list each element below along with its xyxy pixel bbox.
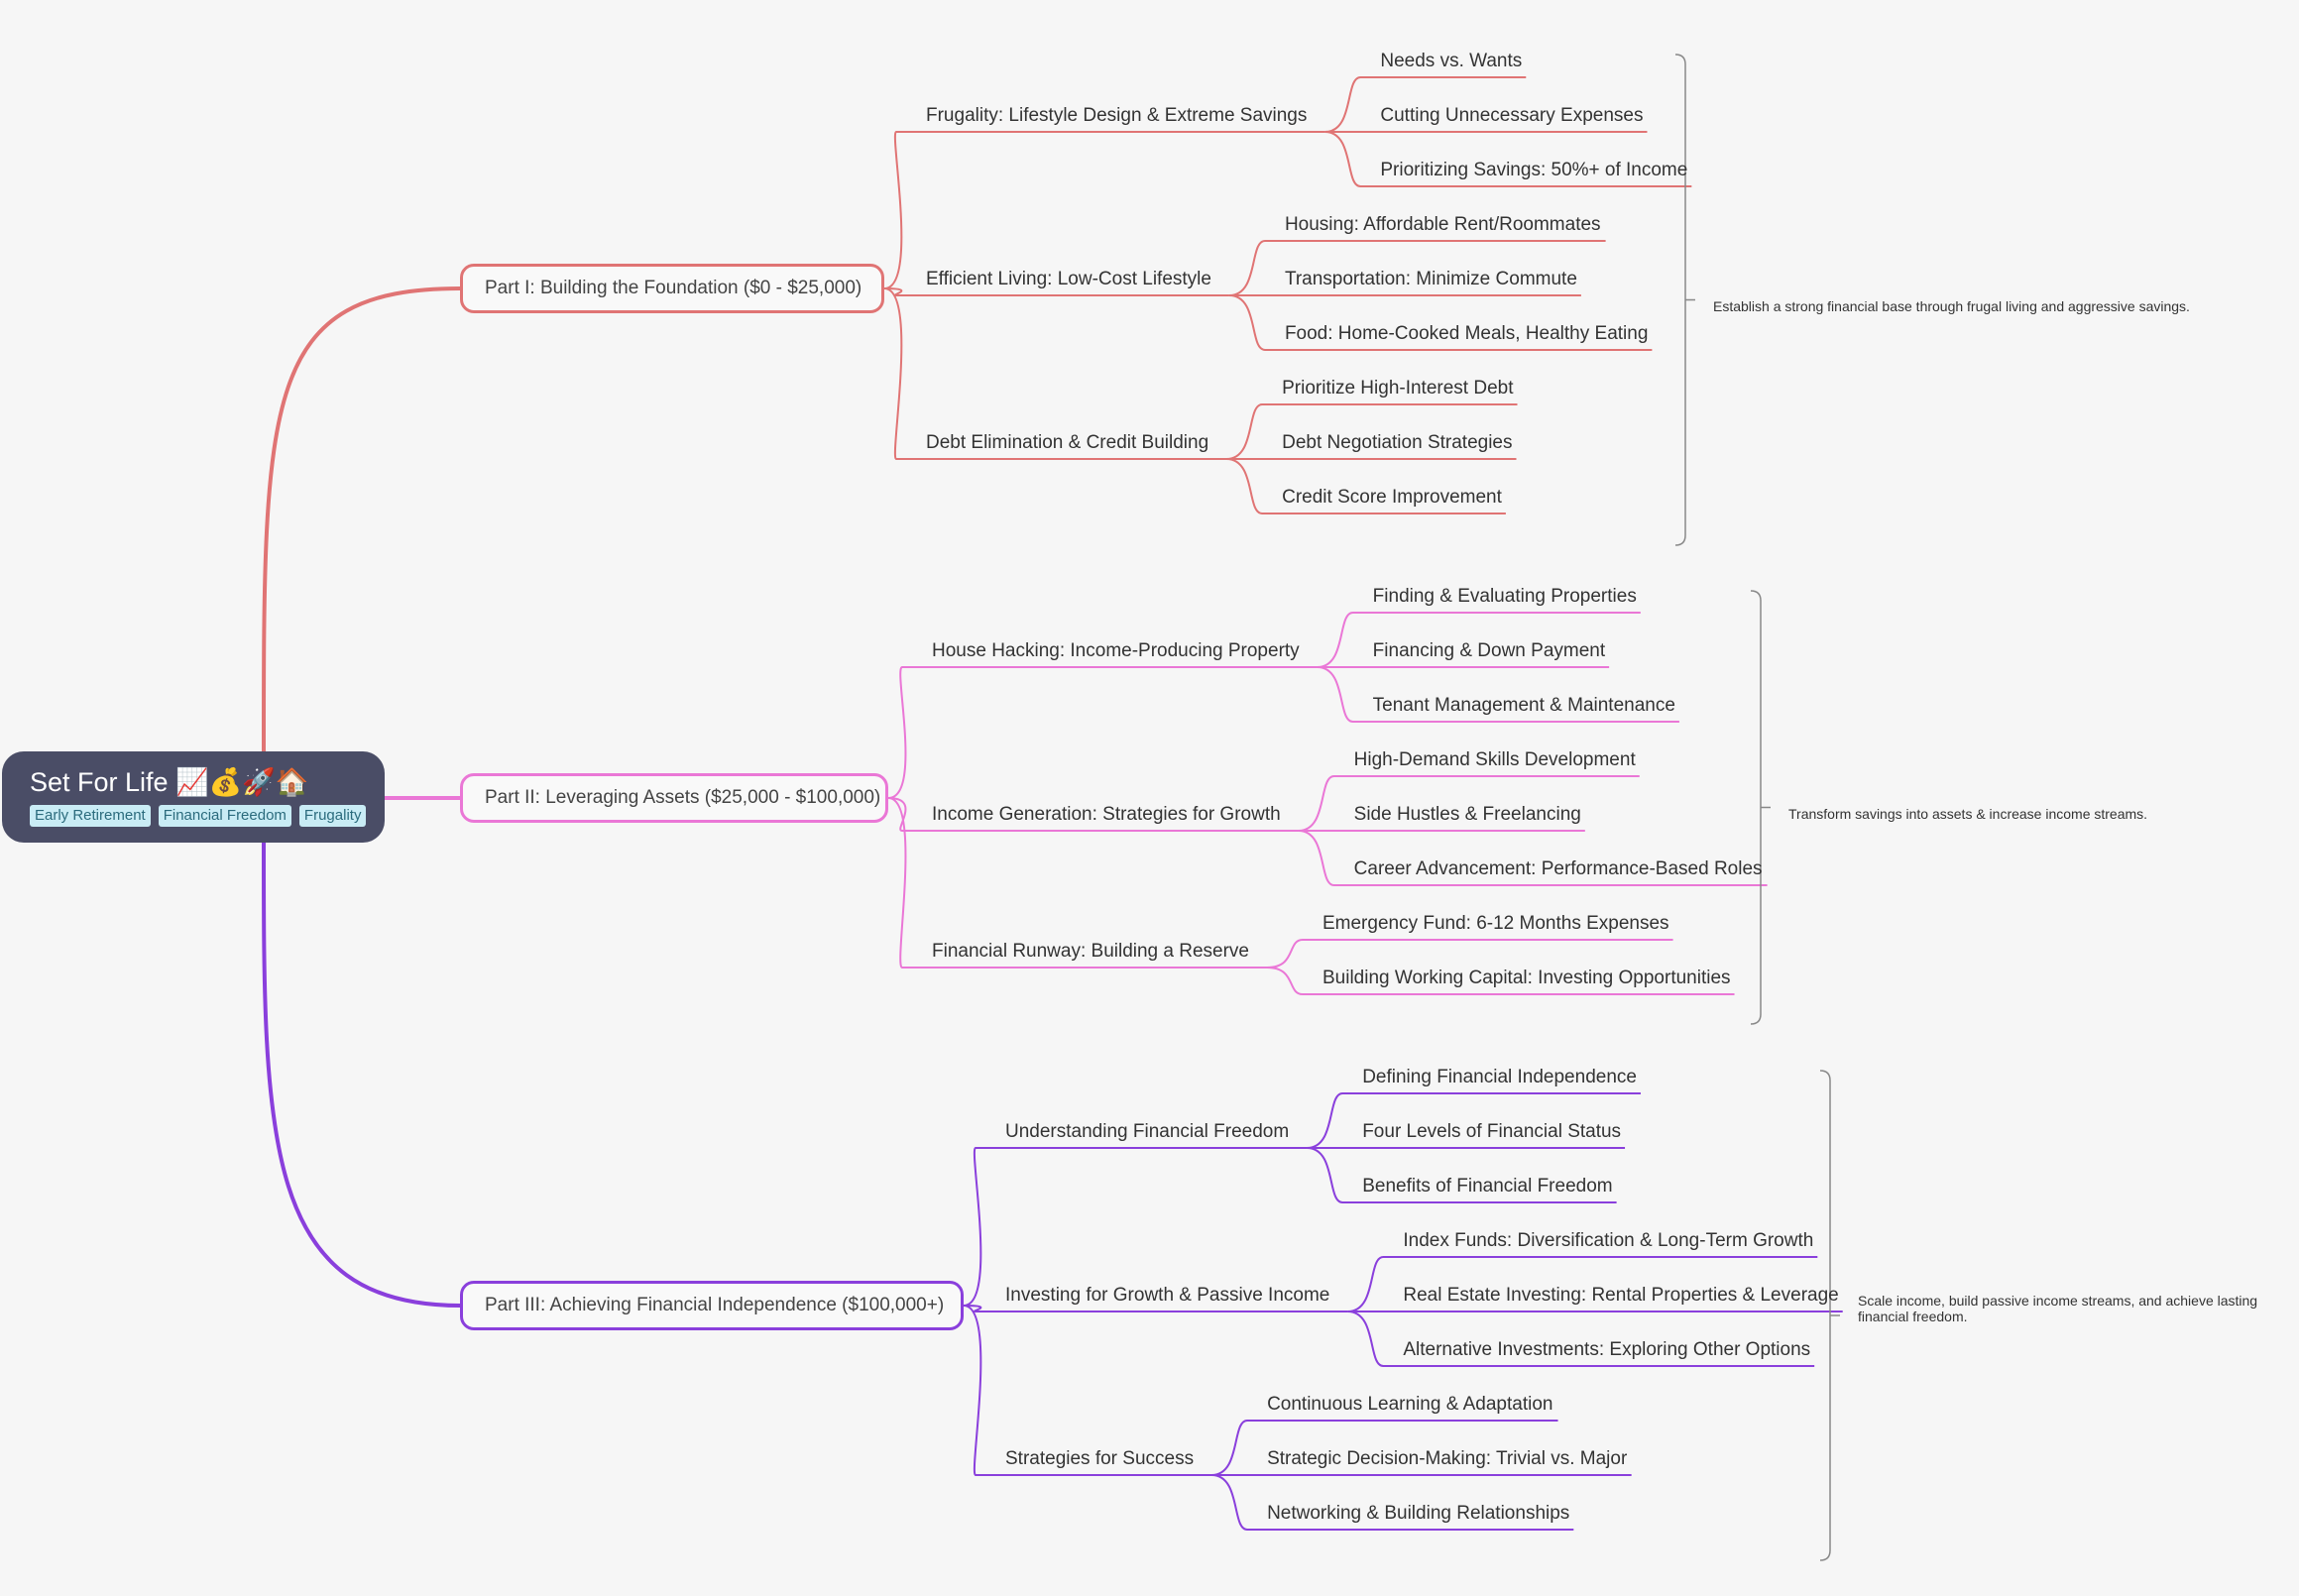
branch-3-3[interactable]: Strategies for Success (1005, 1448, 1195, 1469)
leaf-2-2-2[interactable]: Side Hustles & Freelancing (1353, 804, 1581, 825)
leaf-1-2-2[interactable]: Transportation: Minimize Commute (1284, 269, 1577, 289)
leaf-2-3-2[interactable]: Building Working Capital: Investing Oppo… (1322, 968, 1731, 988)
leaf-3-2-1[interactable]: Index Funds: Diversification & Long-Term… (1403, 1230, 1814, 1251)
leaf-1-1-1[interactable]: Needs vs. Wants (1380, 51, 1523, 71)
branch-2-3[interactable]: Financial Runway: Building a Reserve (932, 941, 1249, 962)
leaf-3-1-3[interactable]: Benefits of Financial Freedom (1362, 1176, 1613, 1197)
leaf-1-3-3[interactable]: Credit Score Improvement (1282, 487, 1502, 508)
leaf-3-2-3[interactable]: Alternative Investments: Exploring Other… (1403, 1339, 1811, 1360)
leaf-3-3-1[interactable]: Continuous Learning & Adaptation (1267, 1394, 1553, 1415)
root-tags: Early Retirement Financial Freedom Fruga… (30, 805, 385, 827)
root-title: Set For Life 📈💰🚀🏠 (30, 767, 309, 797)
leaf-3-1-2[interactable]: Four Levels of Financial Status (1362, 1121, 1622, 1142)
leaf-1-1-3[interactable]: Prioritizing Savings: 50%+ of Income (1380, 160, 1688, 180)
part-1-topic[interactable]: Part I: Building the Foundation ($0 - $2… (460, 264, 884, 313)
leaf-3-3-3[interactable]: Networking & Building Relationships (1267, 1503, 1570, 1524)
branch-1-1[interactable]: Frugality: Lifestyle Design & Extreme Sa… (926, 105, 1308, 126)
branch-1-2[interactable]: Efficient Living: Low-Cost Lifestyle (926, 269, 1211, 289)
leaf-1-1-2[interactable]: Cutting Unnecessary Expenses (1380, 105, 1644, 126)
leaf-3-2-2[interactable]: Real Estate Investing: Rental Properties… (1403, 1285, 1839, 1306)
branch-3-2[interactable]: Investing for Growth & Passive Income (1005, 1285, 1330, 1306)
leaf-1-2-1[interactable]: Housing: Affordable Rent/Roommates (1284, 214, 1601, 235)
leaf-2-1-1[interactable]: Finding & Evaluating Properties (1372, 586, 1637, 607)
part-2-topic[interactable]: Part II: Leveraging Assets ($25,000 - $1… (460, 773, 888, 823)
leaf-3-3-2[interactable]: Strategic Decision-Making: Trivial vs. M… (1267, 1448, 1628, 1469)
leaf-2-2-3[interactable]: Career Advancement: Performance-Based Ro… (1353, 858, 1763, 879)
leaf-1-3-1[interactable]: Prioritize High-Interest Debt (1282, 378, 1514, 399)
tag-financial-freedom[interactable]: Financial Freedom (158, 805, 291, 827)
leaf-3-1-1[interactable]: Defining Financial Independence (1362, 1067, 1637, 1087)
branch-2-2[interactable]: Income Generation: Strategies for Growth (932, 804, 1281, 825)
leaf-2-3-1[interactable]: Emergency Fund: 6-12 Months Expenses (1322, 913, 1669, 934)
leaf-1-2-3[interactable]: Food: Home-Cooked Meals, Healthy Eating (1284, 323, 1649, 344)
branch-1-3[interactable]: Debt Elimination & Credit Building (926, 432, 1209, 453)
part-3-topic[interactable]: Part III: Achieving Financial Independen… (460, 1281, 964, 1330)
summary-part-1: Establish a strong financial base throug… (1713, 298, 2190, 314)
root-topic[interactable]: Set For Life 📈💰🚀🏠 Early Retirement Finan… (2, 751, 385, 843)
leaf-2-2-1[interactable]: High-Demand Skills Development (1353, 749, 1636, 770)
leaf-2-1-2[interactable]: Financing & Down Payment (1372, 640, 1606, 661)
tag-frugality[interactable]: Frugality (298, 805, 367, 827)
branch-2-1[interactable]: House Hacking: Income-Producing Property (932, 640, 1300, 661)
summary-part-3: Scale income, build passive income strea… (1858, 1293, 2258, 1324)
tag-early-retirement[interactable]: Early Retirement (30, 805, 151, 827)
leaf-2-1-3[interactable]: Tenant Management & Maintenance (1372, 695, 1675, 716)
summary-part-2: Transform savings into assets & increase… (1788, 806, 2148, 822)
branch-3-1[interactable]: Understanding Financial Freedom (1005, 1121, 1290, 1142)
leaf-1-3-2[interactable]: Debt Negotiation Strategies (1282, 432, 1513, 453)
